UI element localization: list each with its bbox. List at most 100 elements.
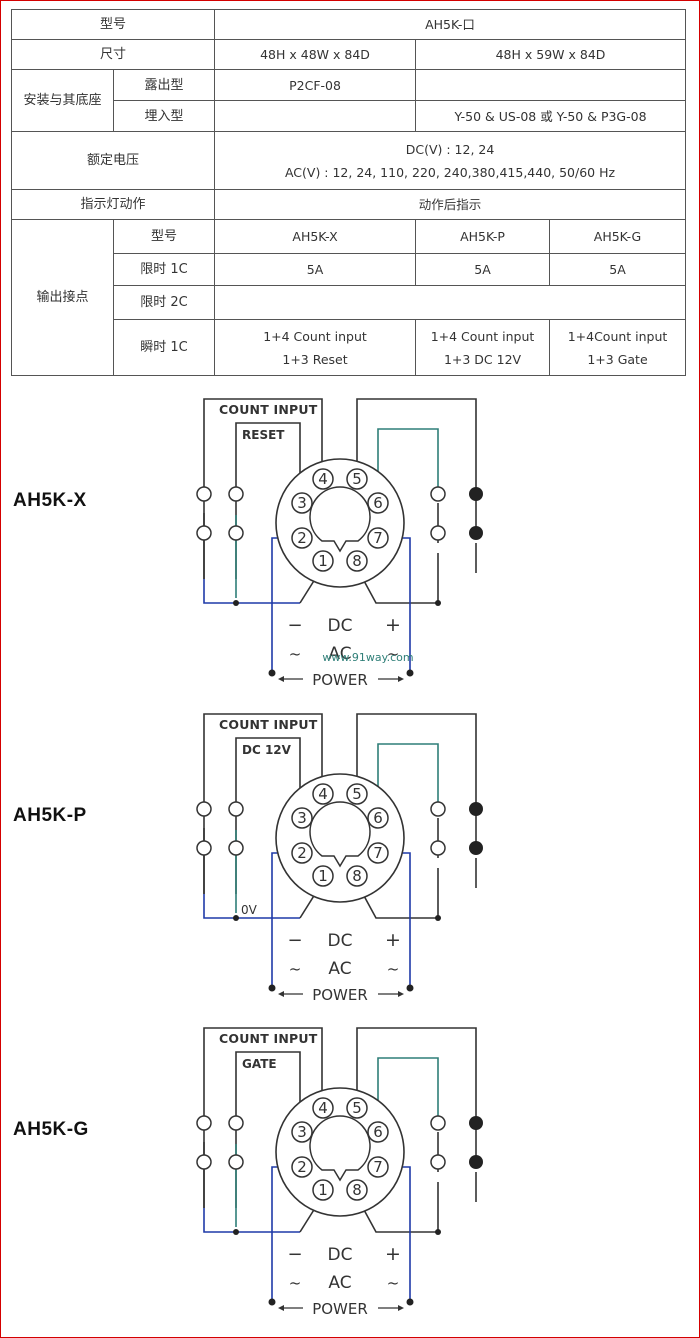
contact-right-2: [430, 840, 446, 856]
contact-left-3: [196, 840, 212, 856]
inst-g-line2: 1+3 Gate: [587, 351, 648, 367]
type-p: AH5K-P: [415, 219, 551, 254]
timed1-label: 限时 1C: [112, 253, 216, 286]
power-minus: −: [287, 1244, 302, 1265]
socket-key: [309, 801, 371, 868]
relay-wire-top: [356, 398, 477, 493]
contact-left-1: [196, 801, 212, 817]
relay-wire-top: [356, 713, 477, 808]
voltage-value: DC(V) : 12, 24 AC(V) : 12, 24, 110, 220,…: [214, 131, 687, 190]
power-tilde-right: ~: [387, 1274, 400, 1292]
contact-right-1: [430, 801, 446, 817]
pin-2-label: 2: [297, 1158, 307, 1176]
timed1-g: 5A: [549, 253, 687, 286]
count-input-label: COUNT INPUT: [219, 402, 318, 417]
contact-right-1: [430, 1115, 446, 1131]
junction-dot-right: [435, 600, 441, 606]
type-x: AH5K-X: [214, 219, 417, 254]
junction-dot-right: [435, 915, 441, 921]
relay-wire-teal: [377, 1057, 439, 1130]
left-bottom-wire-blue: [203, 1208, 300, 1233]
inst-p: 1+4 Count input 1+3 DC 12V: [415, 319, 551, 376]
power-label: POWER: [312, 1300, 368, 1318]
pin-3-label: 3: [297, 809, 307, 827]
power-terminal-right: [406, 1298, 414, 1306]
wiring-svg: 4 5 3 6 2 7 1 8 COUNT INPUT DC 12V 0V −: [196, 713, 483, 1004]
type-label: 型号: [112, 219, 216, 254]
power-terminal-left: [268, 984, 276, 992]
contact-right-2: [430, 1154, 446, 1170]
timed1-p: 5A: [415, 253, 551, 286]
contact-right-filled-2: [469, 526, 483, 540]
power-dc: DC: [328, 931, 353, 951]
pin-4-label: 4: [318, 785, 328, 803]
pin-6-label: 6: [373, 494, 383, 512]
contact-right-2: [430, 525, 446, 541]
inst-label: 瞬时 1C: [112, 319, 216, 376]
pin-8-label: 8: [352, 1181, 362, 1199]
inst-x: 1+4 Count input 1+3 Reset: [214, 319, 417, 376]
indicator-value: 动作后指示: [214, 189, 687, 220]
pin-1-label: 1: [318, 867, 328, 885]
pin-2-label: 2: [297, 844, 307, 862]
power-tilde-right: ~: [387, 960, 400, 978]
pin-5-label: 5: [352, 470, 362, 488]
left-bottom-wire-blue: [203, 579, 300, 604]
indicator-label: 指示灯动作: [10, 189, 216, 220]
contact-left-2: [228, 486, 244, 502]
junction-dot-left: [233, 600, 239, 606]
pin-3-label: 3: [297, 494, 307, 512]
junction-dot-right: [435, 1229, 441, 1235]
voltage-dc: DC(V) : 12, 24: [405, 141, 495, 157]
type-g: AH5K-G: [549, 219, 687, 254]
power-terminal-left: [268, 669, 276, 677]
flush-label: 埋入型: [112, 100, 216, 132]
power-dc: DC: [328, 616, 353, 636]
relay-wire-top: [356, 1027, 477, 1122]
contact-left-1: [196, 1115, 212, 1131]
power-terminal-right: [406, 984, 414, 992]
inst-x-line2: 1+3 Reset: [282, 351, 348, 367]
flush-value-b: Y-50 & US-08 或 Y-50 & P3G-08: [415, 100, 687, 132]
size-value-b: 48H x 59W x 84D: [415, 39, 687, 70]
contact-left-3: [196, 525, 212, 541]
timed2-value: [214, 285, 687, 320]
junction-dot-left: [233, 915, 239, 921]
contact-right-filled-1: [469, 802, 483, 816]
size-label: 尺寸: [10, 39, 216, 70]
pin-7-label: 7: [373, 529, 383, 547]
power-ac: AC: [328, 1273, 351, 1293]
contact-right-filled-2: [469, 841, 483, 855]
socket-key: [309, 1115, 371, 1182]
timed1-x: 5A: [214, 253, 417, 286]
watermark: www.91way.com: [322, 651, 413, 664]
contact-left-1: [196, 486, 212, 502]
contact-left-2: [228, 1115, 244, 1131]
surface-value-a: P2CF-08: [214, 69, 417, 101]
power-minus: −: [287, 930, 302, 951]
contact-right-1: [430, 486, 446, 502]
contact-left-2: [228, 801, 244, 817]
power-tilde-left: ~: [289, 645, 302, 663]
power-ac: AC: [328, 644, 351, 664]
socket-pins: 4 5 3 6 2 7 1 8: [291, 1097, 389, 1201]
power-tilde-left: ~: [289, 960, 302, 978]
power-label: POWER: [312, 986, 368, 1004]
power-tilde-left: ~: [289, 1274, 302, 1292]
inst-p-line1: 1+4 Count input: [430, 328, 535, 344]
pin-5-label: 5: [352, 1099, 362, 1117]
relay-wire-teal: [377, 428, 439, 501]
spec-table: 型号 AH5K-口 尺寸 48H x 48W x 84D 48H x 59W x…: [10, 9, 687, 376]
power-plus: +: [385, 929, 401, 951]
pin-1-label: 1: [318, 1181, 328, 1199]
junction-dot-left: [233, 1229, 239, 1235]
contact-left-4: [228, 840, 244, 856]
inst-g: 1+4Count input 1+3 Gate: [549, 319, 687, 376]
contact-right-filled-1: [469, 487, 483, 501]
socket-key: [309, 486, 371, 553]
pin-4-label: 4: [318, 1099, 328, 1117]
pin-8-label: 8: [352, 552, 362, 570]
contact-left-4: [228, 1154, 244, 1170]
diagram-model-label: AH5K-P: [13, 805, 87, 826]
left-bottom-wire-blue: [203, 894, 300, 919]
